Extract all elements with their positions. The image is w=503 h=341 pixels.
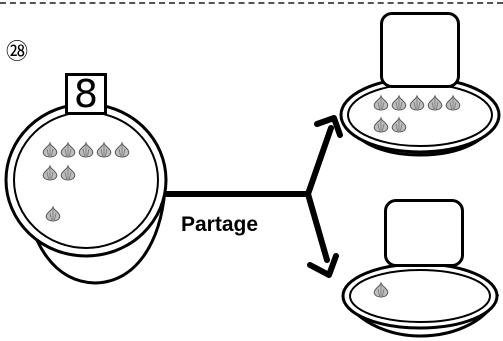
source-bowl [4,102,168,285]
answer-box-top[interactable] [380,12,460,88]
top-target-bowl [339,76,501,157]
action-label: Partage [181,213,259,236]
problem-number: ㉘ [5,40,28,65]
answer-box-bottom[interactable] [384,199,464,267]
split-arrow [164,115,343,278]
top-dashed-border [0,2,503,4]
bottom-target-bowl [341,262,500,338]
start-count-box: 8 [65,73,107,115]
